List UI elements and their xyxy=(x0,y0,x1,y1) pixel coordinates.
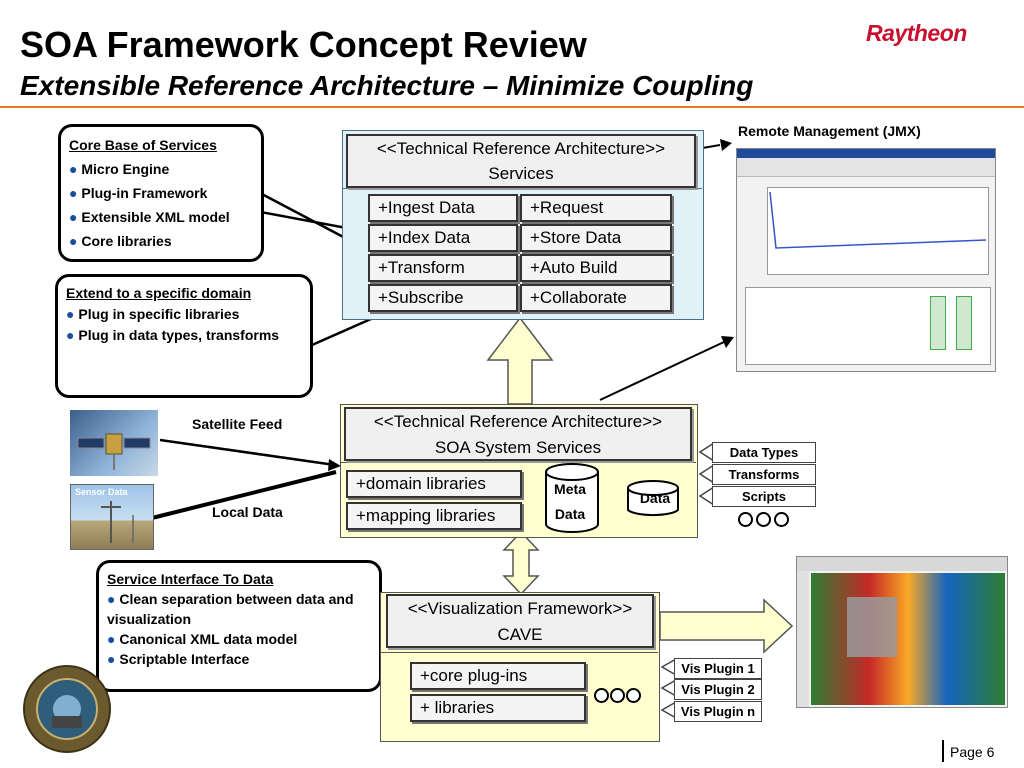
jmx-tabbar xyxy=(737,158,995,177)
soa-name: SOA System Services xyxy=(434,438,602,457)
satellite-image xyxy=(70,410,158,476)
extend-item: ● Plug in data types, transforms xyxy=(66,327,280,343)
service-item: ● Clean separation between data and visu… xyxy=(107,591,354,627)
cave-toolbar xyxy=(797,557,1007,571)
tag-transforms: Transforms xyxy=(712,464,816,485)
slide-title: SOA Framework Concept Review xyxy=(20,24,587,65)
jmx-titlebar xyxy=(737,149,995,158)
soa-vis-double-arrow xyxy=(502,530,540,596)
op-domain-libraries: +domain libraries xyxy=(346,470,522,498)
cave-satellite-overlay xyxy=(847,597,897,657)
meta-data-label: Data xyxy=(554,506,586,522)
meta-data-cylinder xyxy=(545,472,599,533)
op-mapping-libraries: +mapping libraries xyxy=(346,502,522,530)
op-index-data: +Index Data xyxy=(368,224,518,252)
soa-stereotype: <<Technical Reference Architecture>> xyxy=(373,412,663,431)
slide-subtitle: Extensible Reference Architecture – Mini… xyxy=(20,70,754,101)
service-item: ● Scriptable Interface xyxy=(107,651,250,667)
remote-management-label: Remote Management (JMX) xyxy=(738,123,921,139)
jmx-arrowhead-1 xyxy=(720,139,732,151)
more-dot xyxy=(594,688,609,703)
sensor-tower-icon xyxy=(101,501,134,543)
extend-callout-title: Extend to a specific domain xyxy=(66,285,252,301)
op-libraries: + libraries xyxy=(410,694,586,722)
vis-to-map-arrow xyxy=(659,598,794,654)
extend-item: ● Plug in specific libraries xyxy=(66,306,240,322)
cave-side-toolbar xyxy=(797,571,809,707)
op-subscribe: +Subscribe xyxy=(368,284,518,312)
meta-data-cylinder-top xyxy=(545,463,599,481)
cave-world-map xyxy=(811,573,1005,705)
more-dot xyxy=(774,512,789,527)
tag-data-types: Data Types xyxy=(712,442,816,463)
op-collaborate: +Collaborate xyxy=(520,284,672,312)
jmx-memory-chart xyxy=(767,187,989,275)
tag-vis-plugin-1: Vis Plugin 1 xyxy=(674,658,762,679)
local-data-arrow xyxy=(151,470,337,520)
partnership-seal-logo xyxy=(23,665,111,753)
page-number: Page 6 xyxy=(950,744,995,760)
extend-callout-pointer xyxy=(311,313,381,347)
core-item: ● Extensible XML model xyxy=(69,209,230,225)
extend-domain-callout: Extend to a specific domain ● Plug in sp… xyxy=(55,274,313,398)
tag-scripts: Scripts xyxy=(712,486,816,507)
op-request: +Request xyxy=(520,194,672,222)
op-ingest-data: +Ingest Data xyxy=(368,194,518,222)
footer-separator xyxy=(942,740,944,762)
soa-tag-connectors xyxy=(698,442,715,506)
jmx-console-screenshot xyxy=(736,148,996,372)
op-transform: +Transform xyxy=(368,254,518,282)
tag-vis-plugin-2: Vis Plugin 2 xyxy=(674,679,762,700)
services-name: Services xyxy=(488,164,554,183)
services-divider xyxy=(342,188,702,189)
jmx-details-panel xyxy=(745,287,991,365)
op-core-plugins: +core plug-ins xyxy=(410,662,586,690)
title-rule xyxy=(0,106,1024,108)
services-header: <<Technical Reference Architecture>> Ser… xyxy=(346,134,696,188)
core-item: ● Core libraries xyxy=(69,233,172,249)
jmx-memory-line xyxy=(769,191,987,249)
jmx-nonheap-bar xyxy=(956,296,972,350)
satellite-feed-arrow xyxy=(159,438,336,467)
soa-divider xyxy=(340,462,696,463)
core-item: ● Micro Engine xyxy=(69,161,170,177)
services-up-arrow xyxy=(486,316,554,405)
sensor-data-caption: Sensor Data xyxy=(75,487,128,497)
soa-header: <<Technical Reference Architecture>> SOA… xyxy=(344,407,692,461)
satellite-icon xyxy=(77,433,151,470)
vis-divider xyxy=(380,652,658,653)
jmx-arrow-2 xyxy=(599,341,725,401)
more-dot xyxy=(738,512,753,527)
service-callout-title: Service Interface To Data xyxy=(107,571,274,587)
services-stereotype: <<Technical Reference Architecture>> xyxy=(376,139,666,158)
tag-vis-plugin-n: Vis Plugin n xyxy=(674,701,762,722)
data-label: Data xyxy=(639,490,671,506)
meta-data-cylinders xyxy=(545,463,679,533)
sensor-data-image: Sensor Data xyxy=(70,484,154,550)
core-item: ● Plug-in Framework xyxy=(69,185,208,201)
raytheon-logo: Raytheon xyxy=(866,20,967,46)
more-dot xyxy=(626,688,641,703)
service-interface-callout: Service Interface To Data ● Clean separa… xyxy=(96,560,382,692)
op-auto-build: +Auto Build xyxy=(520,254,672,282)
more-dot xyxy=(610,688,625,703)
meta-label: Meta xyxy=(554,481,586,497)
service-item: ● Canonical XML data model xyxy=(107,631,298,647)
vis-header: <<Visualization Framework>> CAVE xyxy=(386,594,654,648)
local-data-label: Local Data xyxy=(212,504,283,520)
jmx-arrowhead-2 xyxy=(721,336,734,348)
jmx-heap-bar xyxy=(930,296,946,350)
core-services-callout: Core Base of Services ● Micro Engine ● P… xyxy=(58,124,264,262)
core-callout-title: Core Base of Services xyxy=(69,137,217,153)
op-store-data: +Store Data xyxy=(520,224,672,252)
vis-tag-connectors xyxy=(660,658,677,719)
cave-map-screenshot xyxy=(796,556,1008,708)
data-cylinder-top xyxy=(627,480,679,496)
satellite-feed-label: Satellite Feed xyxy=(192,416,283,432)
satellite-arrowhead xyxy=(328,459,341,471)
vis-stereotype: <<Visualization Framework>> xyxy=(407,599,633,618)
more-dot xyxy=(756,512,771,527)
vis-name: CAVE xyxy=(497,625,543,644)
